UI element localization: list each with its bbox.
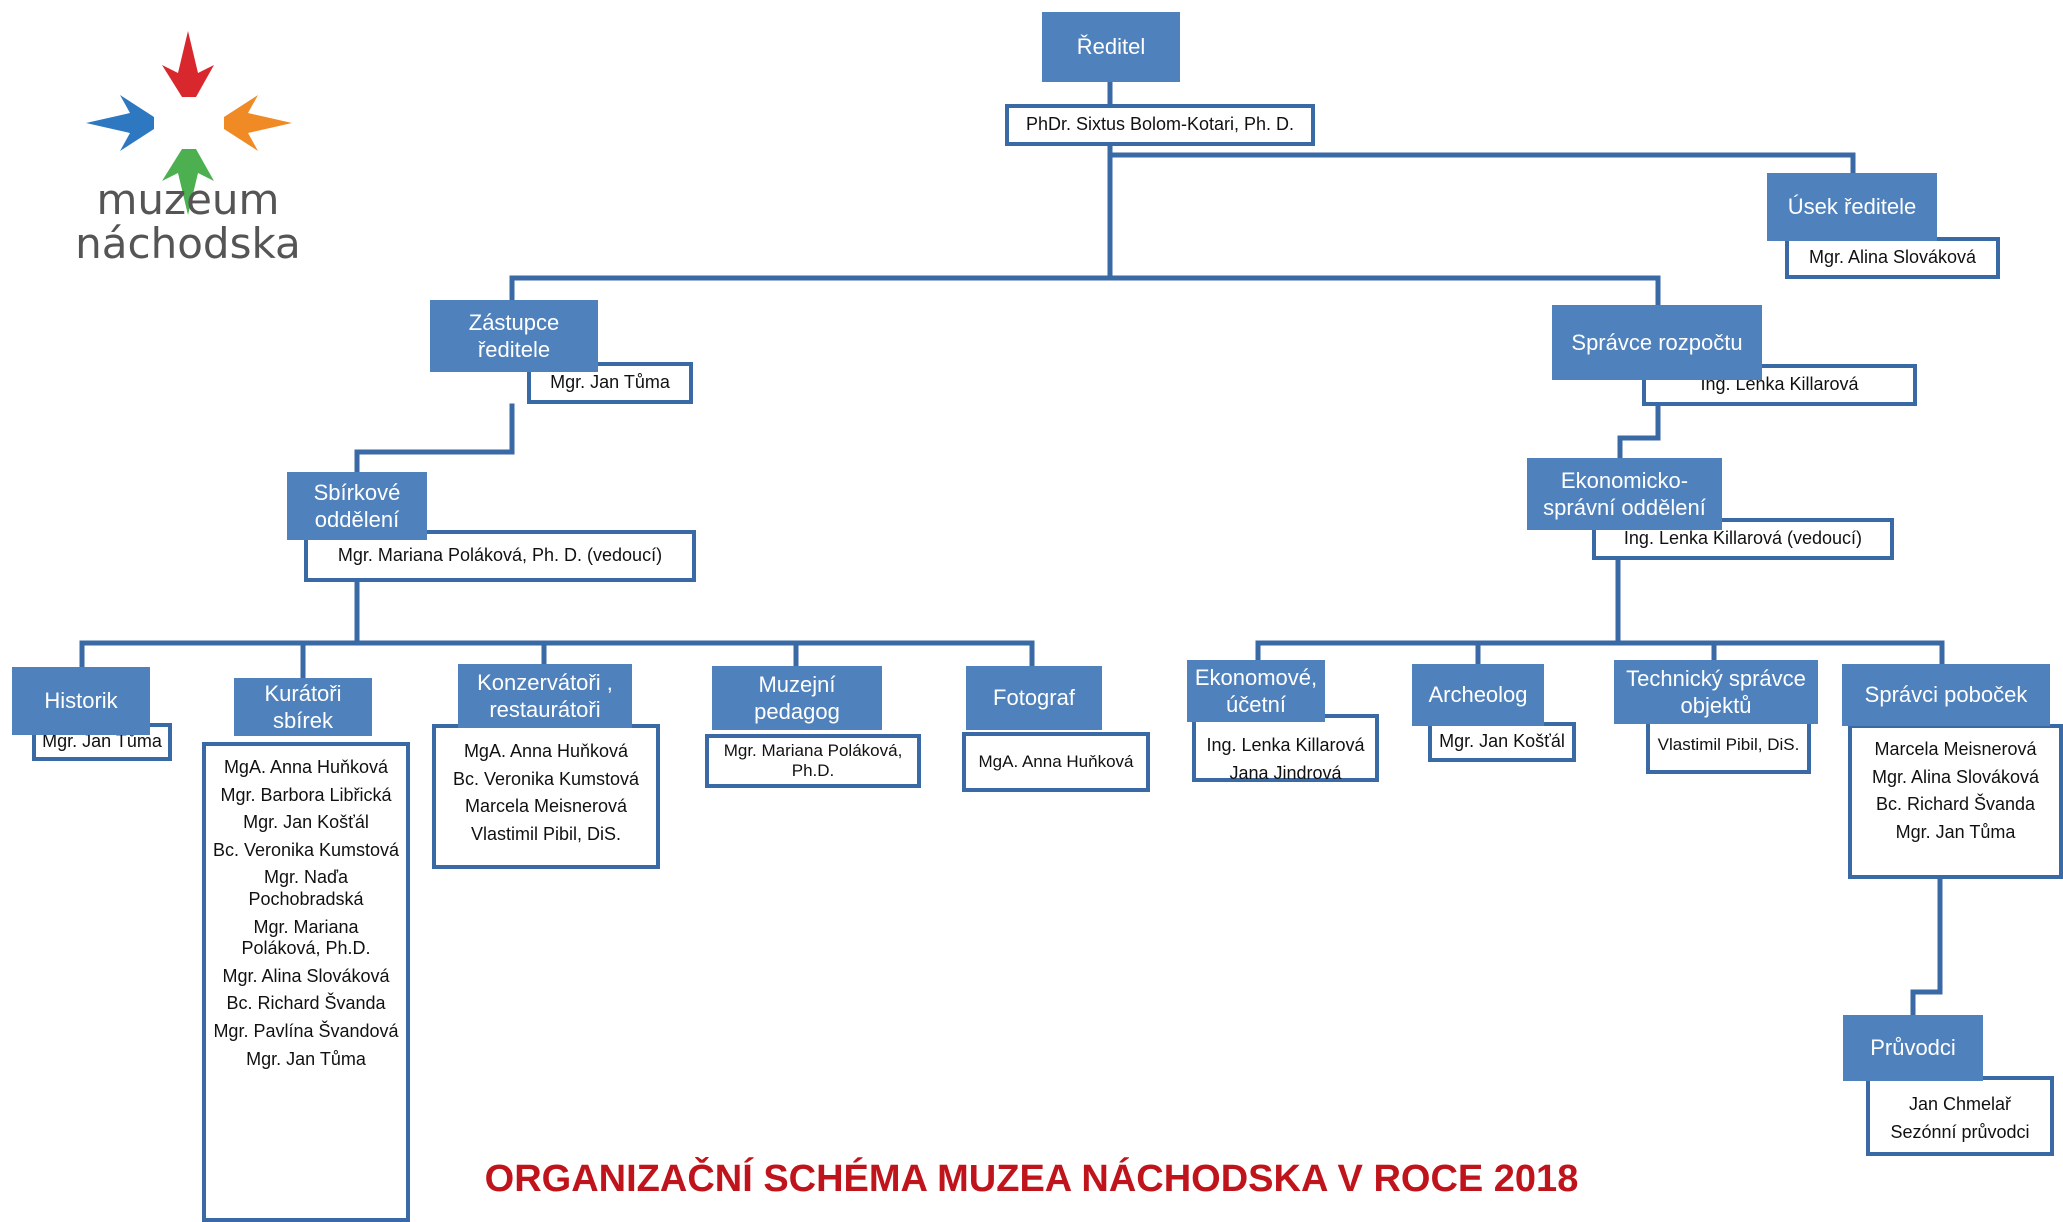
staff-name: Mgr. Jan Košťál (1439, 731, 1565, 752)
staff-name: Sezónní průvodci (1890, 1121, 2030, 1142)
sbirkove-title-box: Sbírkové oddělení (287, 472, 427, 540)
staff-name: Mgr. Alina Slováková (1808, 247, 1977, 268)
staff-name: Mgr. Alina Slováková (222, 965, 390, 986)
technicky-staff-box: Vlastimil Pibil, DiS. (1646, 716, 1811, 774)
staff-name: Mgr. Barbora Libřická (220, 784, 392, 805)
staff-name: Marcela Meisnerová (1874, 739, 2037, 759)
logo-petal (224, 95, 292, 151)
staff-name: Jan Chmelař (1908, 1094, 2012, 1114)
staff-name: MgA. Anna Huňková (223, 757, 389, 777)
reditel-staff-box: PhDr. Sixtus Bolom-Kotari, Ph. D. (1005, 104, 1315, 146)
staff-name: Mgr. Alina Slováková (1871, 766, 2040, 787)
staff-name: Mgr. Jan Košťál (243, 812, 369, 833)
staff-name: Mgr. Jan Tůma (550, 372, 670, 393)
staff-name: Mgr. Mariana Poláková, Ph.D. (723, 740, 903, 780)
fotograf-staff-box: MgA. Anna Huňková (962, 732, 1150, 792)
staff-name: Ing. Lenka Killarová (vedoucí) (1623, 528, 1863, 549)
ekonomove-title-box: Ekonomové, účetní (1187, 660, 1325, 722)
logo-line-2: náchodska (75, 219, 301, 269)
staff-name: PhDr. Sixtus Bolom-Kotari, Ph. D. (1025, 114, 1295, 135)
usek-title-box: Úsek ředitele (1767, 173, 1937, 241)
staff-name: Mgr. Naďa Pochobradská (248, 867, 364, 909)
ekonomicko-staff-box: Ing. Lenka Killarová (vedoucí) (1592, 518, 1894, 560)
staff-name: Mgr. Mariana Poláková, Ph. D. (vedoucí) (337, 545, 663, 566)
logo-line-1: muzeum (96, 175, 280, 224)
staff-name: Marcela Meisnerová (464, 796, 628, 817)
logo-petal (162, 149, 214, 215)
staff-name: Ing. Lenka Killarová (1206, 735, 1365, 755)
staff-name: Jana Jindrová (1229, 762, 1342, 783)
kuratori-title-box: Kurátoři sbírek (234, 678, 372, 736)
ekonomicko-title-box: Ekonomicko-správní oddělení (1527, 458, 1722, 530)
reditel-title-box: Ředitel (1042, 12, 1180, 82)
spravce-rozpoctu-staff-box: Ing. Lenka Killarová (1642, 364, 1917, 406)
logo-center (163, 97, 215, 149)
logo-wordmark: muzeum náchodska (58, 175, 318, 269)
spravci-pobocek-title-box: Správci poboček (1842, 664, 2050, 726)
staff-name: Mgr. Pavlína Švandová (213, 1020, 399, 1041)
muzejni-staff-box: Mgr. Mariana Poláková, Ph.D. (705, 734, 921, 788)
logo-petal (162, 31, 214, 97)
pruvodci-title-box: Průvodci (1843, 1015, 1983, 1081)
staff-name: Vlastimil Pibil, DiS. (470, 823, 622, 844)
staff-name: Bc. Veronika Kumstová (212, 839, 400, 860)
spravce-rozpoctu-title-box: Správce rozpočtu (1552, 305, 1762, 380)
staff-name: Mgr. Jan Tůma (246, 1048, 366, 1069)
staff-name: Mgr. Jan Tůma (42, 731, 162, 752)
staff-name: MgA. Anna Huňková (463, 741, 629, 761)
staff-name: MgA. Anna Huňková (978, 751, 1134, 771)
historik-title-box: Historik (12, 667, 150, 735)
usek-staff-box: Mgr. Alina Slováková (1785, 237, 2000, 279)
museum-logo-icon (86, 31, 292, 215)
zastupce-title-box: Zástupce ředitele (430, 300, 598, 372)
staff-name: Bc. Richard Švanda (1875, 794, 2036, 815)
technicky-title-box: Technický správce objektů (1614, 660, 1818, 724)
fotograf-title-box: Fotograf (966, 666, 1102, 730)
staff-name: Bc. Richard Švanda (226, 993, 386, 1014)
archeolog-title-box: Archeolog (1412, 664, 1544, 726)
muzejni-title-box: Muzejní pedagog (712, 666, 882, 730)
sbirkove-staff-box: Mgr. Mariana Poláková, Ph. D. (vedoucí) (304, 530, 696, 582)
konzervatori-title-box: Konzervátoři , restaurátoři (458, 664, 632, 728)
staff-name: Mgr. Mariana Poláková, Ph.D. (241, 916, 371, 959)
archeolog-staff-box: Mgr. Jan Košťál (1428, 722, 1576, 762)
staff-name: Vlastimil Pibil, DiS. (1657, 734, 1800, 754)
staff-name: Bc. Veronika Kumstová (452, 768, 640, 789)
staff-name: Mgr. Jan Tůma (1895, 821, 2016, 842)
logo-petal (86, 95, 154, 151)
chart-title: ORGANIZAČNÍ SCHÉMA MUZEA NÁCHODSKA V ROC… (484, 1158, 1579, 1200)
